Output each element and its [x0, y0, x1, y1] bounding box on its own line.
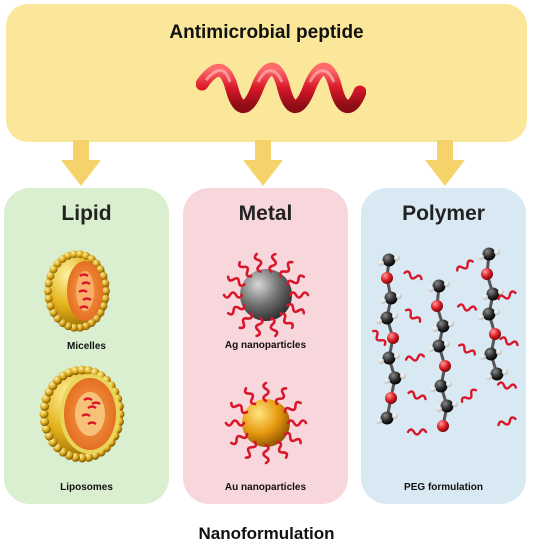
peptide-box: Antimicrobial peptide [6, 4, 527, 142]
polymer-title: Polymer [402, 202, 485, 225]
liposome-icon [39, 365, 125, 463]
au-nanoparticles-label: Au nanoparticles [224, 482, 307, 493]
lipid-panel: Lipid Micelles Liposomes [4, 188, 169, 504]
micelles-label: Micelles [67, 341, 106, 352]
micelle-icon [44, 250, 110, 332]
ag-nanoparticle-icon [222, 252, 310, 338]
lipid-title: Lipid [61, 202, 112, 225]
peg-formulation-label: PEG formulation [404, 482, 483, 493]
arrow-down-icon [243, 140, 283, 186]
arrow-down-icon [61, 140, 101, 186]
peg-polymer-icon [372, 247, 519, 436]
liposomes-label: Liposomes [60, 482, 113, 493]
nanoformulation-label: Nanoformulation [198, 524, 335, 543]
peptide-helix-icon [196, 62, 366, 114]
metal-title: Metal [238, 202, 293, 225]
metal-panel: Metal Ag nanoparticles Au nanoparticles [183, 188, 348, 504]
peptide-title: Antimicrobial peptide [169, 22, 364, 43]
arrow-down-icon [425, 140, 465, 186]
au-nanoparticle-icon [224, 381, 308, 465]
ag-nanoparticles-label: Ag nanoparticles [224, 340, 307, 351]
polymer-panel: Polymer PEG formulation [361, 188, 526, 504]
